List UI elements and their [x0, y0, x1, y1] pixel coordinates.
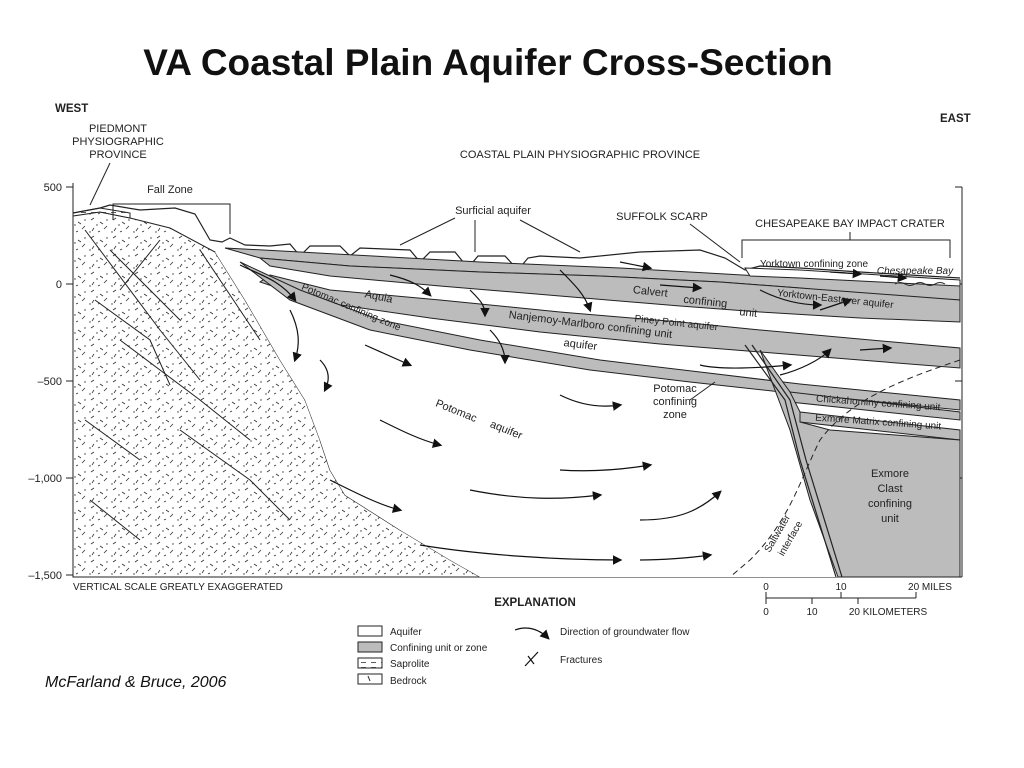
legend-flow-label: Direction of groundwater flow: [560, 627, 690, 638]
piedmont-label: PIEDMONT: [89, 123, 147, 135]
potomac-confining-zone-label: confining: [653, 396, 697, 408]
scale-miles-tick: 0: [763, 582, 769, 593]
scale-km-tick: 10: [806, 607, 818, 618]
nanjemoy-marlboro-confining-unit: [258, 274, 961, 369]
piedmont-leader: [89, 162, 111, 206]
y-tick-label: –1,000: [28, 473, 62, 485]
legend-swatch-saprolite: [357, 657, 383, 669]
legend-swatch-confining: [357, 641, 383, 653]
y-tick-label: 0: [56, 279, 62, 291]
fractures-icon: [524, 651, 539, 667]
suffolk-leader: [689, 223, 741, 263]
potomac-confining-zone-label: zone: [663, 409, 687, 421]
chesapeake-bay-label: Chesapeake Bay: [877, 266, 954, 277]
east-label: EAST: [940, 113, 971, 125]
left-axis: 500 0 –500 –1,000 –1,500: [28, 182, 74, 582]
surficial-leader: [399, 217, 581, 253]
flow-arrow-icon: [514, 627, 550, 640]
exmore-clast-label: unit: [881, 513, 899, 525]
y-tick-label: 500: [44, 182, 62, 194]
crater-fault: [744, 344, 837, 578]
legend-item-saprolite: Saprolite: [390, 659, 430, 670]
calvert-label: Calvert: [632, 284, 668, 300]
potomac-confining-zone-label: Potomac: [653, 383, 697, 395]
piedmont-label: PROVINCE: [89, 149, 146, 161]
potomac-confining-zone-band: [239, 261, 961, 411]
aquia-label: Aquia: [364, 288, 395, 306]
bay-water-surface: [894, 282, 946, 286]
surficial-aquifer-label: Surficial aquifer: [455, 205, 531, 217]
legend-item-aquifer: Aquifer: [390, 627, 422, 638]
legend-title: EXPLANATION: [494, 597, 576, 609]
fractures: [84, 229, 291, 541]
land-surface: [72, 204, 961, 279]
impact-crater-label: CHESAPEAKE BAY IMPACT CRATER: [755, 218, 945, 230]
fall-zone-bracket: [112, 203, 231, 234]
crater-bracket: [741, 232, 951, 258]
vertical-scale-note: VERTICAL SCALE GREATLY EXAGGERATED: [73, 582, 283, 593]
calvert-confining-unit: [258, 257, 961, 323]
legend-item-confining: Confining unit or zone: [390, 643, 488, 654]
flow-arrows: [239, 261, 908, 565]
coastal-plain-label: COASTAL PLAIN PHYSIOGRAPHIC PROVINCE: [460, 149, 700, 161]
calvert-label: confining: [683, 294, 728, 311]
saltwater-interface-line: [729, 359, 961, 578]
legend-fractures-label: Fractures: [560, 655, 602, 666]
scale-bar: 0 10 20 MILES 0 10 20 KILOMETERS: [763, 582, 952, 618]
scale-miles-tick: 20 MILES: [908, 582, 952, 593]
y-tick-label: –1,500: [28, 570, 62, 582]
citation: McFarland & Bruce, 2006: [45, 674, 227, 691]
aquia-label: aquifer: [563, 337, 598, 353]
scale-km-tick: 20 KILOMETERS: [849, 607, 928, 618]
scale-miles-tick: 10: [835, 582, 847, 593]
yorktown-confining-zone-label: Yorktown confining zone: [760, 259, 868, 270]
legend-swatch-aquifer: [357, 625, 383, 637]
calvert-label: unit: [739, 306, 758, 320]
exmore-clast-label: Exmore: [871, 468, 909, 480]
exmore-clast-label: Clast: [877, 483, 902, 495]
legend: EXPLANATION Aquifer Confining unit or zo…: [357, 597, 690, 687]
fall-zone-label: Fall Zone: [147, 184, 193, 196]
scale-km-tick: 0: [763, 607, 769, 618]
exmore-clast-label: confining: [868, 498, 912, 510]
potomac-cz-leader: [689, 381, 716, 401]
west-label: WEST: [55, 103, 88, 115]
legend-item-bedrock: Bedrock: [390, 676, 428, 687]
slide-title: VA Coastal Plain Aquifer Cross-Section: [143, 42, 833, 83]
suffolk-scarp-label: SUFFOLK SCARP: [616, 211, 708, 223]
crater-fault: [751, 344, 843, 578]
legend-swatch-bedrock: [357, 673, 383, 685]
piedmont-label: PHYSIOGRAPHIC: [72, 136, 164, 148]
y-tick-label: –500: [38, 376, 62, 388]
